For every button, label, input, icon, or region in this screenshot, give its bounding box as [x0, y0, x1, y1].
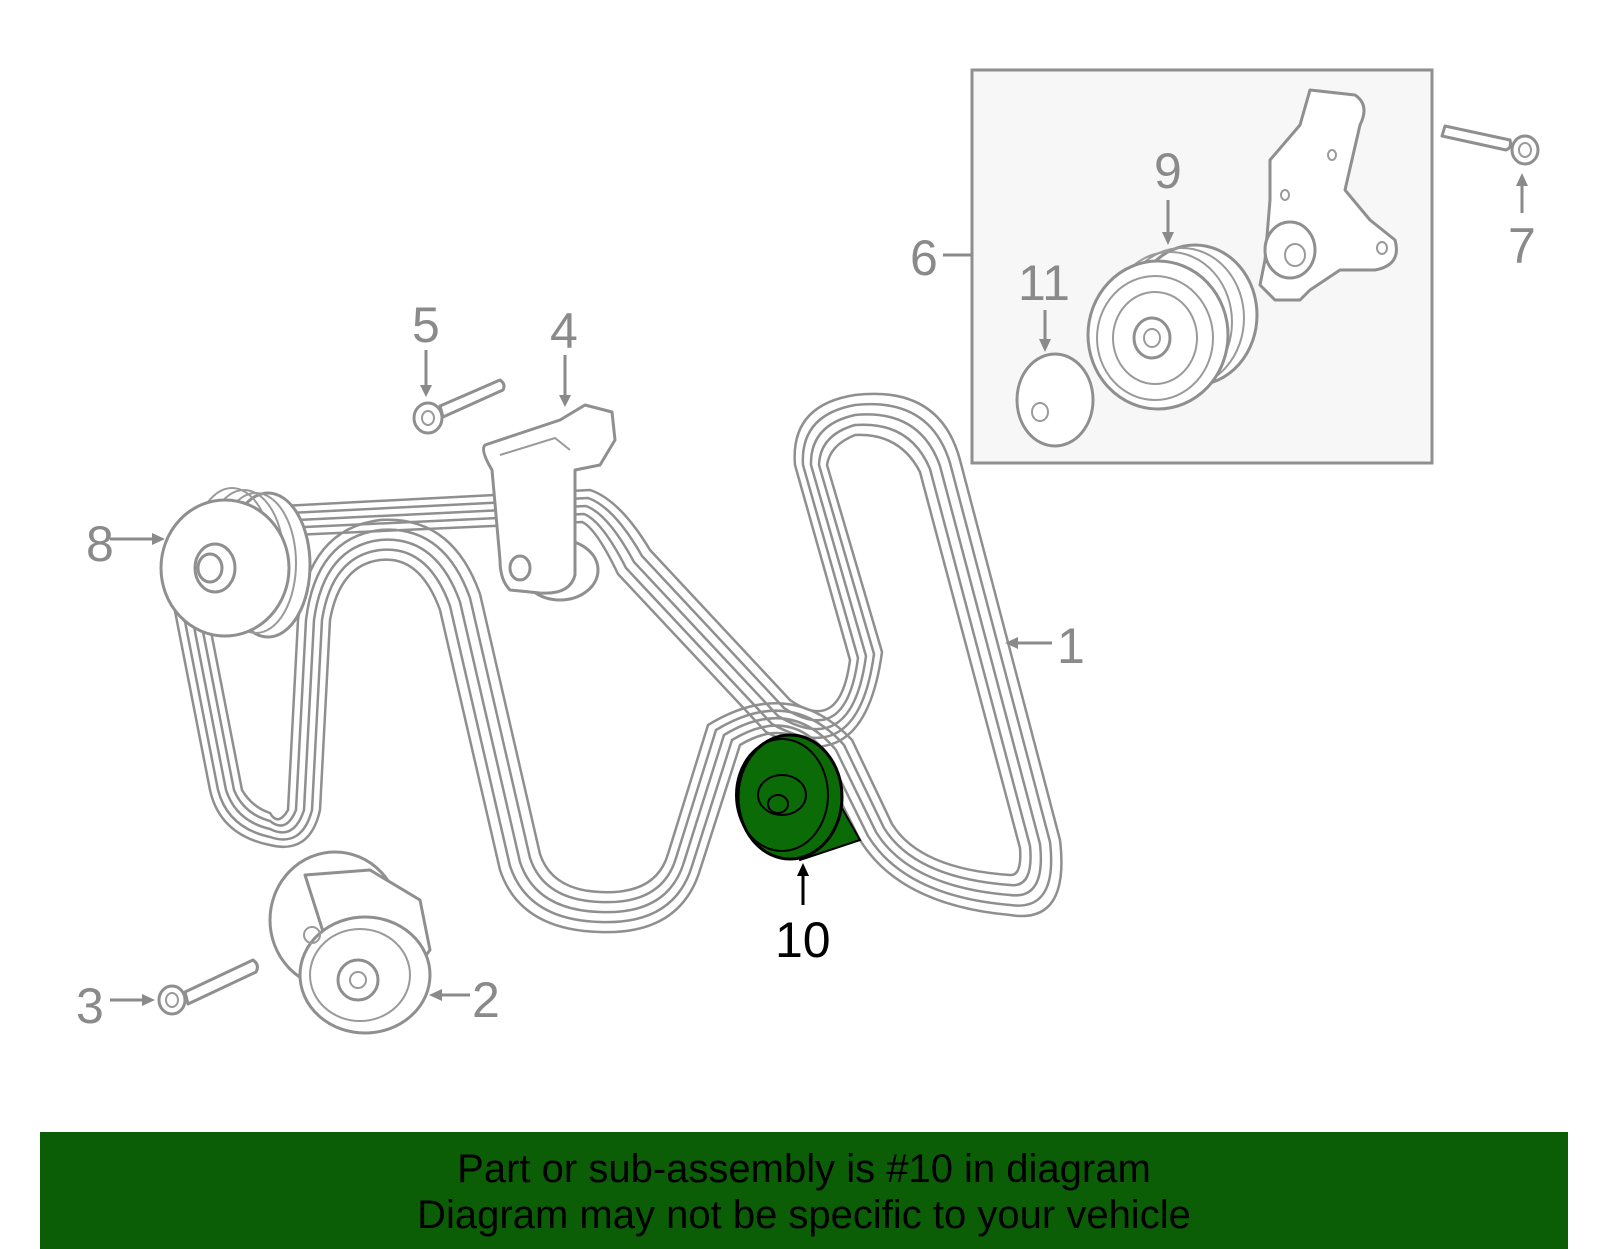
callout-10: 10 — [775, 912, 831, 968]
callout-9: 9 — [1154, 143, 1182, 199]
cover-11 — [1015, 310, 1095, 448]
callout-8: 8 — [86, 516, 114, 572]
callout-5: 5 — [412, 297, 440, 353]
callout-1-arrow — [1005, 637, 1018, 649]
callout-7: 7 — [1508, 218, 1536, 274]
callout-4: 4 — [550, 303, 578, 359]
bolt-7 — [1440, 124, 1540, 213]
bolt-5 — [412, 350, 506, 435]
callout-6: 6 — [910, 230, 938, 286]
pulley-9 — [1086, 200, 1259, 411]
tensioner-2 — [268, 850, 470, 1035]
callout-3: 3 — [76, 978, 104, 1034]
serpentine-belt — [163, 392, 1063, 934]
banner-line-2: Diagram may not be specific to your vehi… — [417, 1193, 1191, 1237]
pulley-8 — [110, 487, 312, 639]
idler-pulley-10 — [735, 733, 862, 905]
callout-2: 2 — [472, 972, 500, 1028]
callout-11: 11 — [1018, 255, 1070, 311]
bracket — [1258, 88, 1398, 302]
bolt-3 — [110, 958, 259, 1016]
tensioner-4 — [482, 355, 617, 602]
callout-1: 1 — [1057, 618, 1085, 674]
banner-line-1: Part or sub-assembly is #10 in diagram — [457, 1147, 1151, 1191]
part-info-banner: Part or sub-assembly is #10 in diagram D… — [40, 1132, 1568, 1249]
